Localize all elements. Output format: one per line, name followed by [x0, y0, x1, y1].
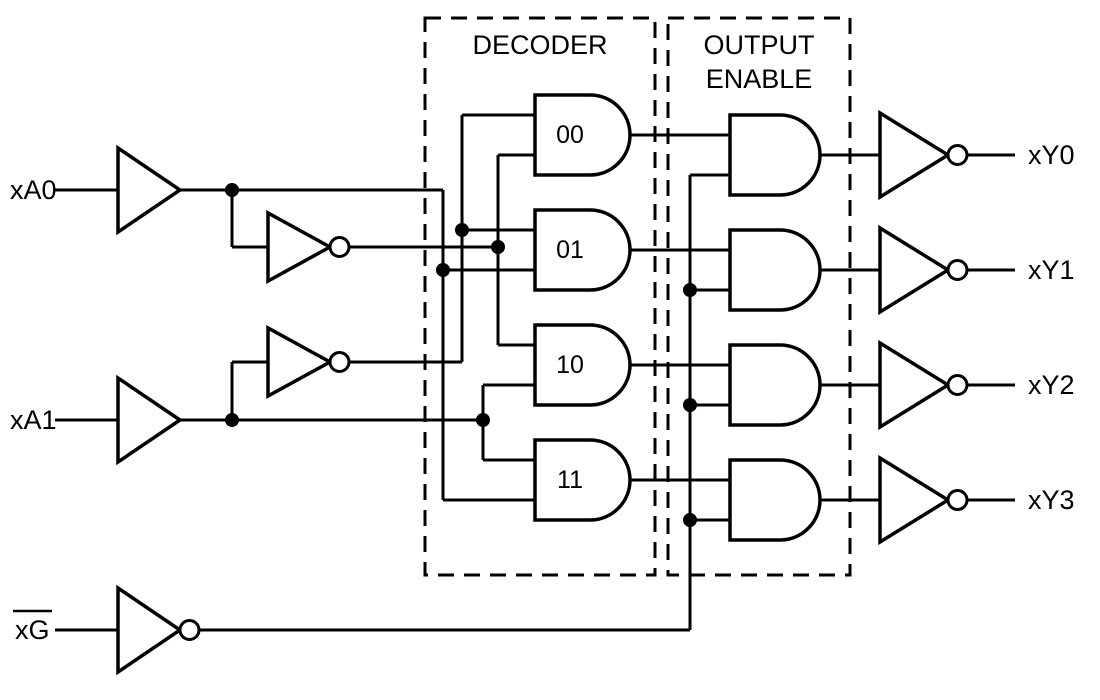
buffer-a0 — [116, 144, 184, 236]
gate-label-01: 01 — [556, 236, 584, 264]
wires-outputs — [820, 153, 1015, 502]
output-inverter-y2-triangle — [878, 339, 952, 431]
output-inverter-y1-triangle — [878, 224, 952, 316]
wires-a0 — [55, 153, 535, 502]
input-buffers — [116, 144, 351, 676]
junction-enable-oe3 — [683, 513, 697, 527]
gate-label-10: 10 — [556, 351, 584, 379]
junction-dots — [225, 183, 697, 527]
wires-a1 — [55, 113, 535, 462]
inverter-a1-triangle — [266, 325, 334, 399]
output-inverter-y3-bubble — [946, 489, 969, 511]
gate-label-00: 00 — [556, 121, 584, 149]
inverter-xg-triangle — [116, 584, 184, 676]
input-label-xa1: xA1 — [10, 405, 57, 435]
gate-label-11: 11 — [557, 466, 583, 494]
junction-a0-not-branch — [491, 240, 505, 254]
output-enable-title-line1: OUTPUT — [704, 30, 815, 60]
buffer-a1 — [116, 374, 184, 466]
output-label-xy1: xY1 — [1028, 255, 1075, 285]
junction-a1-fanout — [225, 413, 239, 427]
and-gate-00 — [533, 93, 632, 177]
input-label-xg: xG — [15, 615, 50, 645]
inverter-a0-bubble — [328, 236, 351, 258]
output-inverters — [878, 109, 969, 546]
decoder-section-box — [423, 16, 657, 577]
output-inverter-y2-bubble — [946, 374, 969, 396]
junction-a1-branch — [476, 413, 490, 427]
inverter-xg-bubble — [178, 619, 201, 641]
oe-and-gate-y2 — [728, 343, 822, 427]
oe-and-gate-y0 — [728, 113, 822, 197]
output-label-xy0: xY0 — [1028, 140, 1075, 170]
decoder-and-gates: 00 01 10 11 — [533, 93, 632, 522]
inverter-a0-triangle — [266, 210, 334, 284]
decoder-section-title: DECODER — [472, 30, 607, 60]
inverter-a1-bubble — [328, 351, 351, 373]
junction-enable-oe2 — [683, 398, 697, 412]
and-gate-11 — [533, 438, 632, 522]
output-enable-and-gates — [728, 113, 822, 542]
output-inverter-y1-bubble — [946, 259, 969, 281]
junction-a1-not-branch — [455, 223, 469, 237]
junction-a0-branch — [436, 263, 450, 277]
output-inverter-y0-triangle — [878, 109, 952, 201]
and-gate-10 — [533, 323, 632, 407]
oe-and-gate-y3 — [728, 458, 822, 542]
and-gate-01 — [533, 208, 632, 292]
output-enable-section-box — [666, 16, 852, 577]
output-label-xy2: xY2 — [1028, 370, 1075, 400]
wires-decoder-outputs — [630, 133, 730, 482]
output-label-xy3: xY3 — [1028, 485, 1075, 515]
output-inverter-y0-bubble — [946, 144, 969, 166]
oe-and-gate-y1 — [728, 228, 822, 312]
input-label-xa0: xA0 — [10, 175, 57, 205]
output-inverter-y3-triangle — [878, 454, 952, 546]
junction-enable-oe1 — [683, 283, 697, 297]
output-enable-title-line2: ENABLE — [706, 64, 813, 94]
junction-a0-fanout — [225, 183, 239, 197]
